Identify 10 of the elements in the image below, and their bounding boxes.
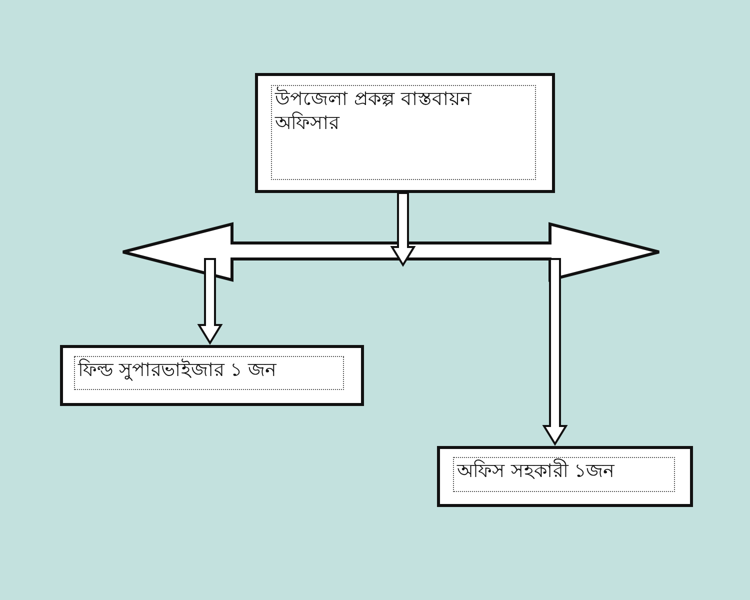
position-title: অফিস সহকারী ১জন [453, 457, 675, 492]
position-title: ফিল্ড সুপারভাইজার ১ জন [74, 356, 344, 390]
block-arrow [542, 258, 568, 446]
position-title: উপজেলা প্রকল্প বাস্তবায়ন অফিসার [271, 85, 536, 180]
double-arrow [122, 223, 660, 281]
block-arrow [390, 192, 416, 267]
position-box [255, 73, 555, 193]
position-box [60, 345, 364, 406]
position-box [437, 446, 693, 507]
block-arrow [197, 258, 223, 345]
